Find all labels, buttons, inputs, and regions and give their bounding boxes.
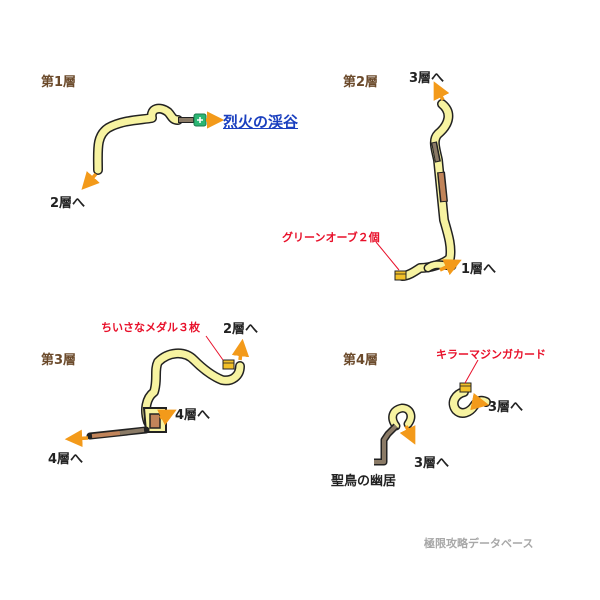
exit-holy-bird-dwelling: 聖鳥の幽居 [331,474,397,489]
arrow-icon [399,425,416,445]
item-label-green-orb: グリーンオーブ２個 [282,231,380,244]
item-label-small-medals: ちいさなメダル３枚 [101,321,200,334]
arrow-icon [470,393,490,411]
arrow-icon [157,409,177,426]
stairs-to-floor-4-left: 4層へ [48,452,84,467]
treasure-chest-icon [394,270,407,281]
arrow-icon [439,259,462,276]
floor-3-label: 第3層 [41,353,77,368]
stairs-to-floor-3-right: 3層へ [488,400,524,415]
arrow-icon [433,81,450,101]
floor-3-map [64,335,250,448]
stairs-to-floor-4-inner: 4層へ [175,408,211,423]
stairs-to-floor-2: 2層へ [223,322,259,337]
floor-4-map [374,359,491,466]
floor-2-label: 第2層 [343,75,379,90]
stairs-to-floor-3: 3層へ [409,71,445,86]
floor-4-label: 第4層 [343,353,379,368]
arrow-icon [64,429,89,448]
stairs-to-floor-1: 1層へ [461,262,497,277]
floor-2-map [375,81,462,281]
treasure-chest-icon [222,359,235,370]
floor-1-map [81,103,225,190]
treasure-chest-icon [459,382,472,393]
arrow-icon [231,338,250,361]
item-label-killer-machine-card: キラーマジンガカード [436,348,546,361]
stairs-to-floor-3-center: 3層へ [414,456,450,471]
floor-1-label: 第1層 [41,75,77,90]
teleport-icon [193,113,207,127]
exit-link-rekka-valley[interactable]: 烈火の渓谷 [223,113,299,131]
arrow-icon [81,171,100,190]
stairs-to-floor-2: 2層へ [50,196,86,211]
site-credit: 極限攻略データベース [424,537,534,550]
